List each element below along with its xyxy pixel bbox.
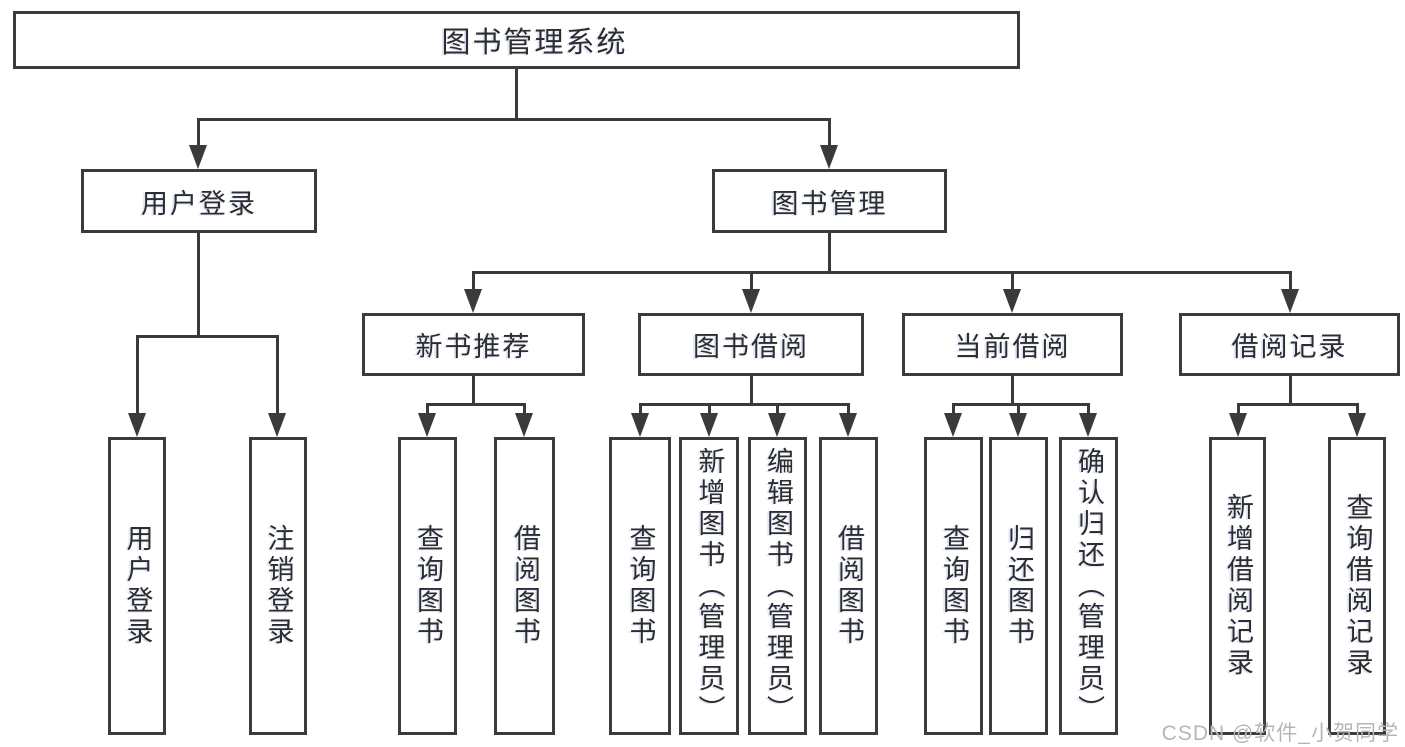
arrow-down-icon [1009, 413, 1027, 437]
node-cb-query-books: 查询图书 [924, 437, 983, 735]
node-bb-add-books-admin: 新增图书（管理员） [679, 437, 739, 735]
connector-to-leaf-logout [276, 335, 279, 414]
arrow-down-icon [839, 413, 857, 437]
connector-leaf-stub [639, 403, 642, 415]
connector-book-borrowing-stem [750, 376, 753, 405]
connector-borrowing-records-rail [1237, 403, 1359, 406]
connector-current-borrowing-stem [1011, 376, 1014, 405]
arrow-down-icon [515, 413, 533, 437]
arrow-down-icon [944, 413, 962, 437]
node-bb-edit-books-admin: 编辑图书（管理员） [748, 437, 807, 735]
node-user-login: 用户登录 [81, 169, 317, 233]
node-new-book-recommendation: 新书推荐 [362, 313, 585, 376]
arrow-down-icon [1281, 289, 1299, 313]
arrow-down-icon [268, 413, 286, 437]
connector-to-new-book [472, 271, 475, 290]
connector-new-book-rail [426, 403, 526, 406]
connector-root-stem [515, 69, 518, 118]
node-book-management: 图书管理 [712, 169, 947, 233]
node-borrowing-records: 借阅记录 [1179, 313, 1400, 376]
arrow-down-icon [1229, 413, 1247, 437]
connector-to-book-management [828, 118, 831, 148]
arrow-down-icon [820, 145, 838, 169]
arrow-down-icon [128, 413, 146, 437]
connector-leaf-stub [776, 403, 779, 415]
node-bb-query-books: 查询图书 [609, 437, 671, 735]
connector-user-login-stem [197, 233, 200, 336]
node-br-query-record: 查询借阅记录 [1328, 437, 1386, 735]
node-bb-borrow-books: 借阅图书 [819, 437, 878, 735]
node-br-add-record: 新增借阅记录 [1209, 437, 1266, 735]
arrow-down-icon [631, 413, 649, 437]
connector-book-management-stem [828, 233, 831, 272]
connector-user-login-rail [136, 335, 279, 338]
arrow-down-icon [1003, 289, 1021, 313]
node-library-management-system: 图书管理系统 [13, 11, 1020, 69]
connector-leaf-stub [708, 403, 711, 415]
node-book-borrowing: 图书借阅 [638, 313, 864, 376]
arrow-down-icon [1348, 413, 1366, 437]
node-current-borrowing: 当前借阅 [902, 313, 1123, 376]
arrow-down-icon [418, 413, 436, 437]
arrow-down-icon [768, 413, 786, 437]
arrow-down-icon [742, 289, 760, 313]
connector-to-book-borrowing [750, 271, 753, 290]
connector-borrowing-records-stem [1289, 376, 1292, 405]
arrow-down-icon [700, 413, 718, 437]
connector-root-rail [197, 118, 831, 121]
arrow-down-icon [1079, 413, 1097, 437]
connector-book-management-rail [472, 271, 1292, 274]
connector-leaf-stub [1087, 403, 1090, 415]
connector-new-book-stem [472, 376, 475, 405]
connector-to-user-login [197, 118, 200, 148]
node-leaf-logout: 注销登录 [249, 437, 307, 735]
connector-leaf-stub [1356, 403, 1359, 415]
arrow-down-icon [189, 145, 207, 169]
watermark: CSDN @软件_小贺同学 [1161, 722, 1399, 745]
arrow-down-icon [464, 289, 482, 313]
node-cb-confirm-return-admin: 确认归还（管理员） [1059, 437, 1118, 735]
connector-current-borrowing-rail [952, 403, 1090, 406]
node-nb-query-books: 查询图书 [398, 437, 457, 735]
connector-leaf-stub [847, 403, 850, 415]
node-leaf-user-login: 用户登录 [108, 437, 166, 735]
connector-to-leaf-user-login [136, 335, 139, 414]
connector-leaf-stub [523, 403, 526, 415]
connector-to-current-borrowing [1011, 271, 1014, 290]
connector-to-borrowing-records [1289, 271, 1292, 290]
node-cb-return-books: 归还图书 [989, 437, 1048, 735]
connector-leaf-stub [1017, 403, 1020, 415]
connector-leaf-stub [1237, 403, 1240, 415]
connector-leaf-stub [426, 403, 429, 415]
connector-book-borrowing-rail [639, 403, 850, 406]
node-nb-borrow-books: 借阅图书 [494, 437, 555, 735]
connector-leaf-stub [952, 403, 955, 415]
